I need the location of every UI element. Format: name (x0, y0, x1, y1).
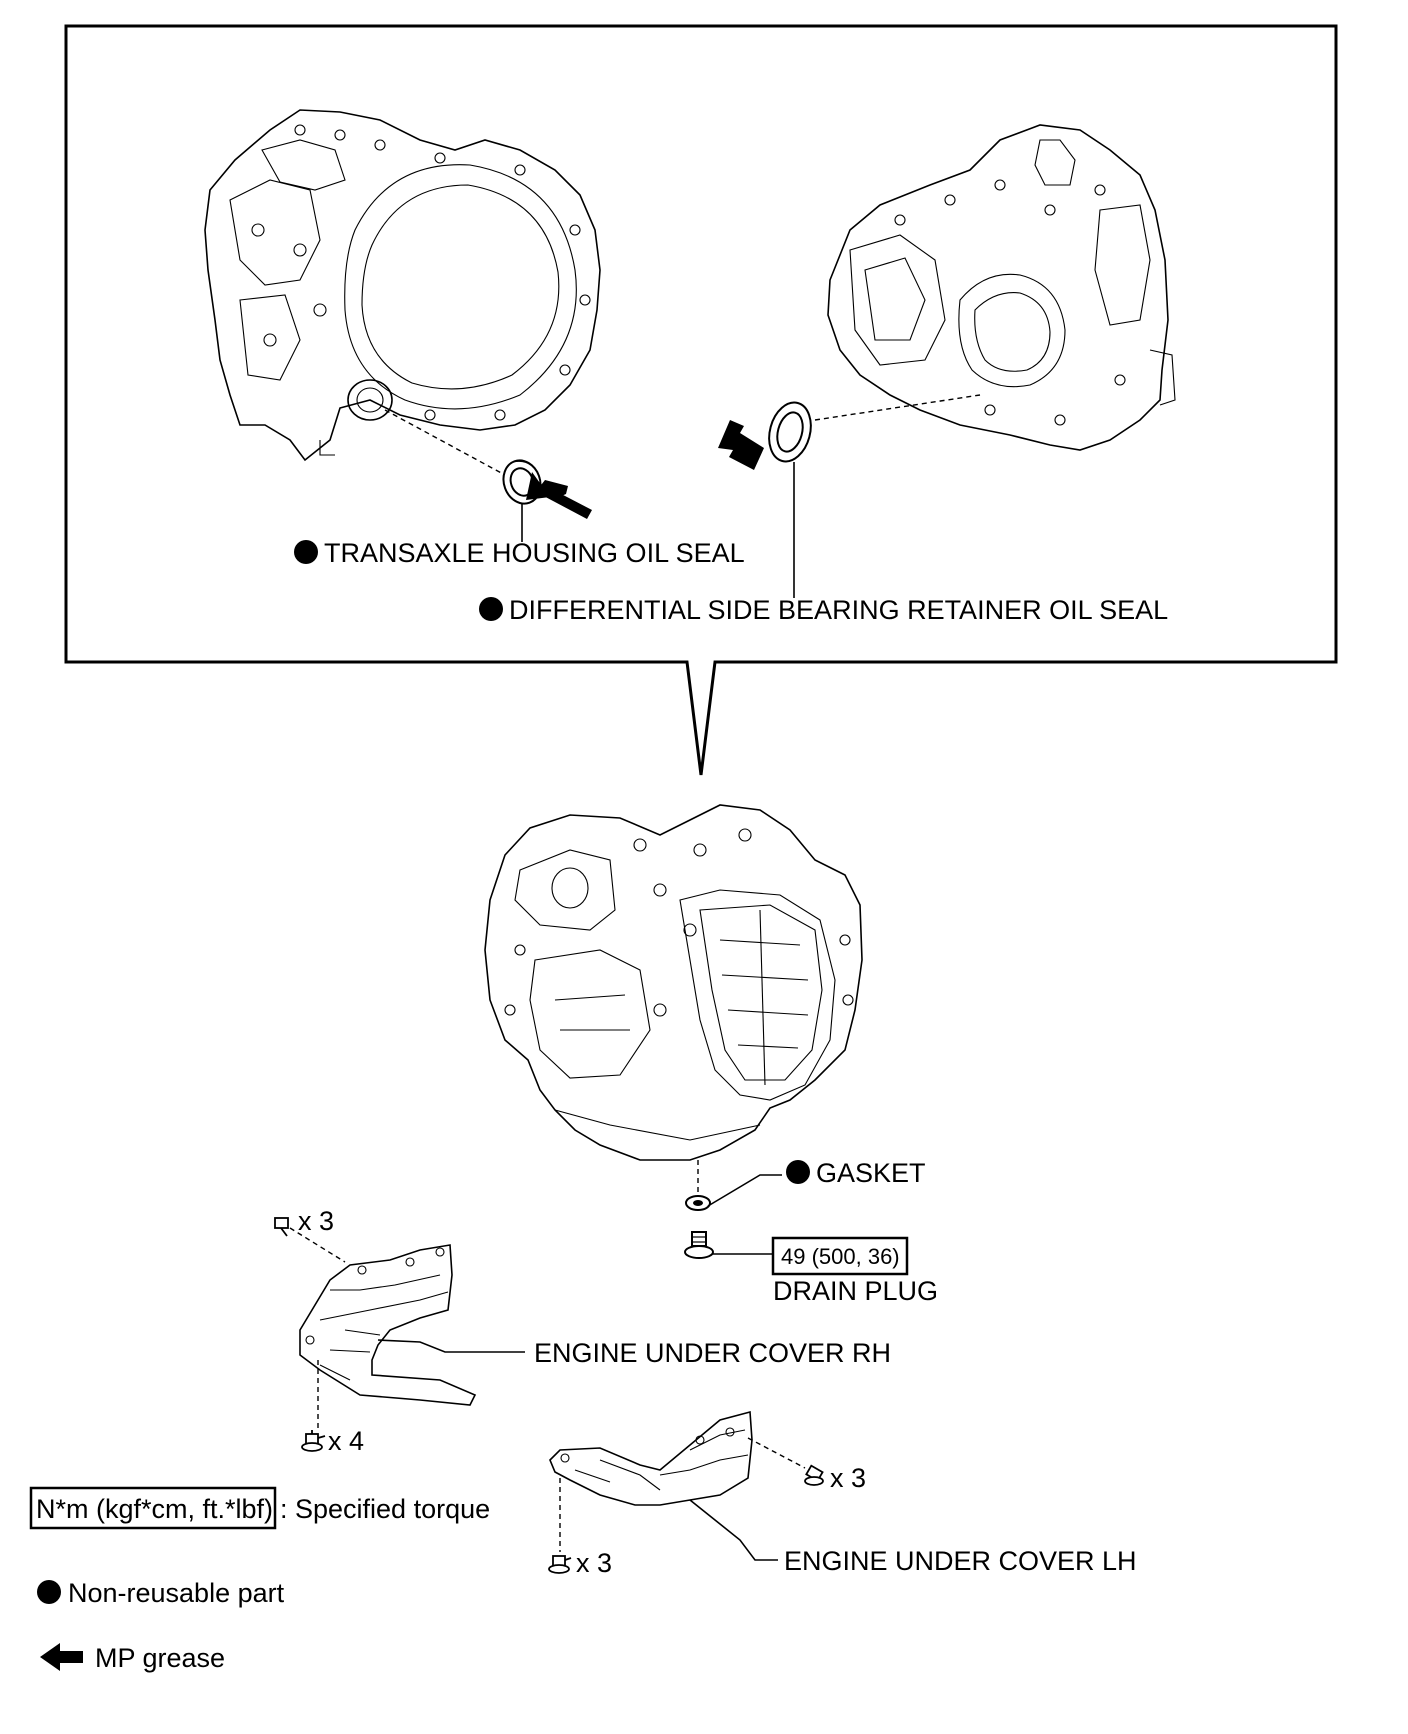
grease-arrow-icon (526, 472, 592, 519)
transaxle-case-illustration (827, 124, 1176, 451)
detail-frame (64, 24, 1338, 776)
label-under-cover-rh: ENGINE UNDER COVER RH (534, 1338, 891, 1368)
bolt-icon (804, 1464, 824, 1486)
count-rh-bottom: x 4 (328, 1426, 364, 1456)
non-reusable-dot-icon (479, 597, 503, 621)
callout-transaxle-oil-seal: TRANSAXLE HOUSING OIL SEAL (294, 538, 745, 568)
grease-arrow-icon (40, 1643, 83, 1671)
torque-box (771, 1236, 909, 1276)
legend-torque-unit: N*m (kgf*cm, ft.*lbf) (36, 1494, 273, 1524)
grease-arrow-icon (718, 420, 764, 470)
label-differential-oil-seal: DIFFERENTIAL SIDE BEARING RETAINER OIL S… (509, 595, 1168, 625)
callout-differential-oil-seal: DIFFERENTIAL SIDE BEARING RETAINER OIL S… (479, 595, 1168, 625)
engine-under-cover-rh: ENGINE UNDER COVER RH (289, 1227, 891, 1430)
bolt-icon (301, 1430, 326, 1452)
non-reusable-dot-icon (294, 540, 318, 564)
transaxle-oil-seal (384, 409, 542, 542)
legend-torque-desc: : Specified torque (280, 1494, 490, 1524)
bolt-icon (274, 1217, 289, 1237)
gasket-part: GASKET (685, 1158, 926, 1211)
label-drain-plug: DRAIN PLUG (773, 1276, 938, 1306)
label-transaxle-oil-seal: TRANSAXLE HOUSING OIL SEAL (324, 538, 745, 568)
label-drain-plug-torque: 49 (500, 36) (781, 1244, 900, 1269)
differential-oil-seal (768, 394, 981, 598)
legend-torque-box (29, 1486, 277, 1530)
label-gasket: GASKET (816, 1158, 926, 1188)
label-under-cover-lh: ENGINE UNDER COVER LH (784, 1546, 1137, 1576)
bolt-icon (548, 1555, 572, 1574)
non-reusable-dot-icon (37, 1580, 61, 1604)
drain-plug-icon (684, 1231, 714, 1259)
count-lh-right: x 3 (830, 1463, 866, 1493)
count-rh-top: x 3 (298, 1206, 334, 1236)
transaxle-housing-illustration (204, 109, 601, 462)
transaxle-assembly-illustration (484, 804, 863, 1161)
drain-plug-part: 49 (500, 36) DRAIN PLUG (684, 1231, 938, 1306)
non-reusable-dot-icon (786, 1160, 810, 1184)
legend: N*m (kgf*cm, ft.*lbf) : Specified torque… (29, 1486, 490, 1673)
legend-mp-grease: MP grease (95, 1643, 225, 1673)
engine-under-cover-lh: ENGINE UNDER COVER LH (549, 1410, 1137, 1576)
count-lh-bottom: x 3 (576, 1548, 612, 1578)
legend-non-reusable: Non-reusable part (68, 1578, 285, 1608)
